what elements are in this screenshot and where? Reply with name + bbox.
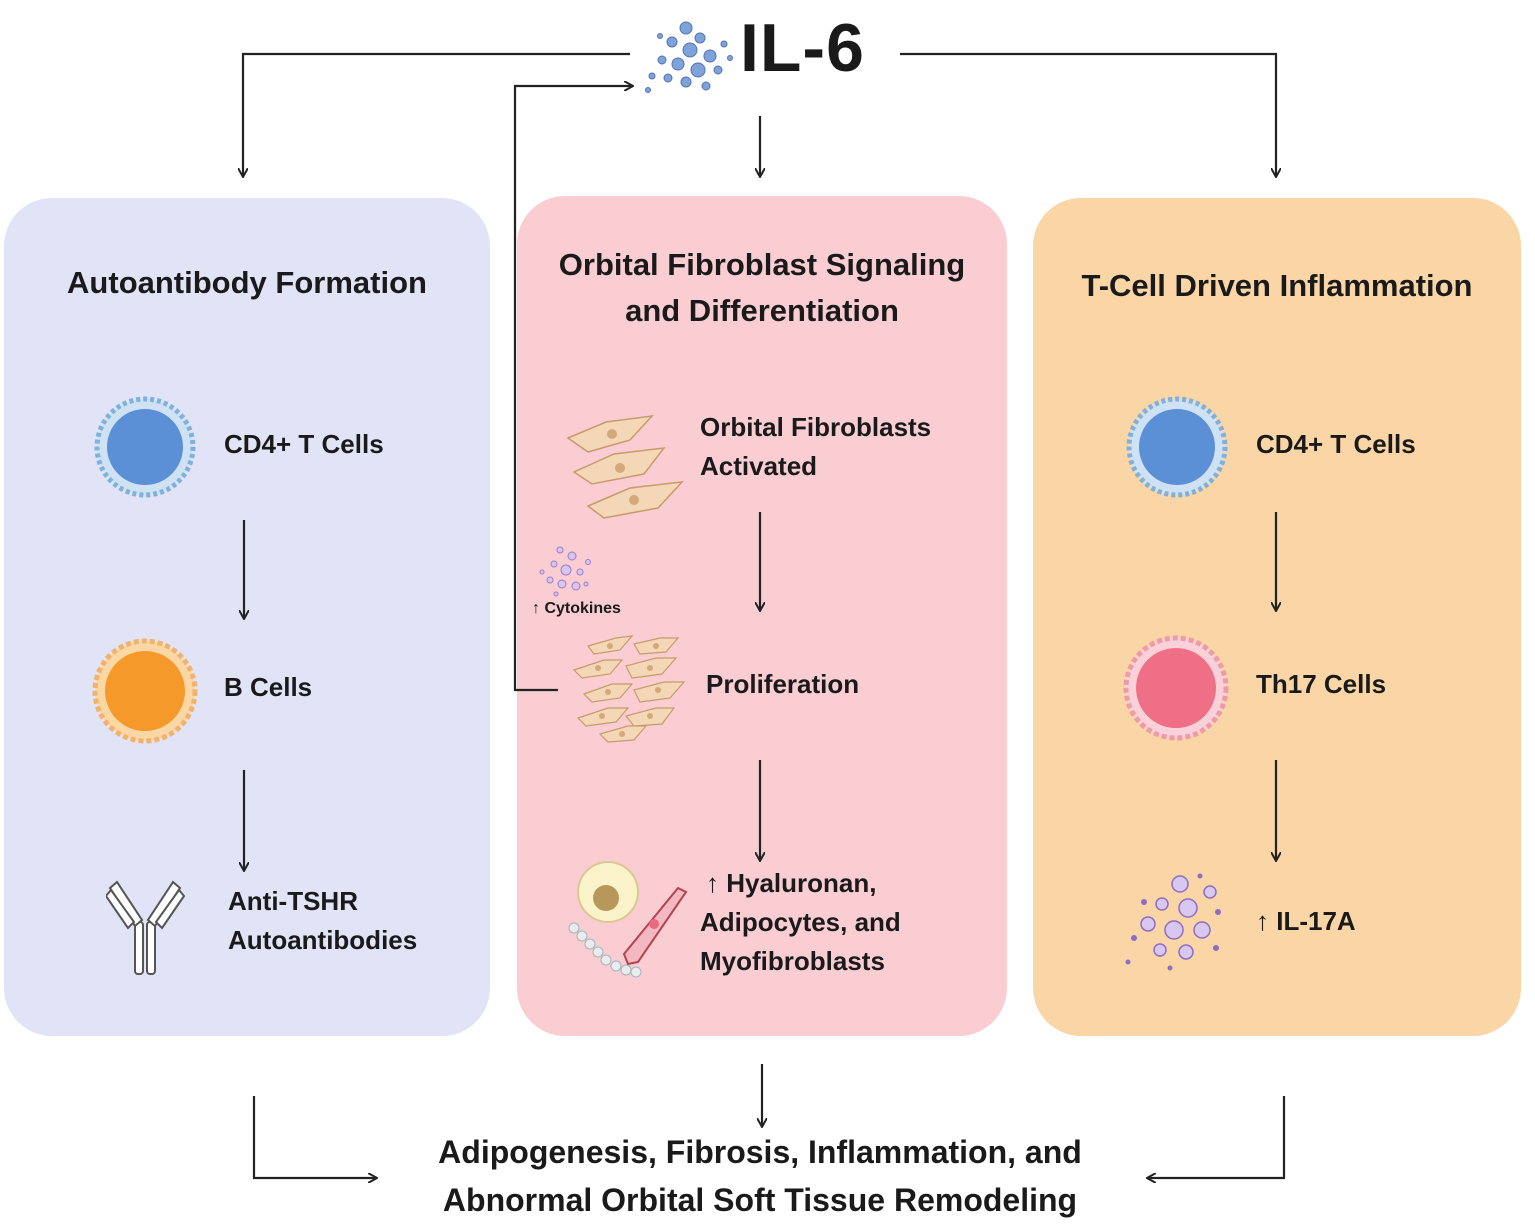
left-panel-title: Autoantibody Formation bbox=[67, 265, 427, 300]
panel-t-cell-inflammation bbox=[1033, 198, 1521, 1036]
left-step-bcell-label: B Cells bbox=[224, 672, 313, 702]
middle-step3-line1: ↑ Hyaluronan, bbox=[706, 868, 877, 898]
outcome-line1: Adipogenesis, Fibrosis, Inflammation, an… bbox=[438, 1134, 1082, 1170]
middle-step1-line1: Orbital Fibroblasts bbox=[700, 412, 932, 442]
middle-panel-title-line1: Orbital Fibroblast Signaling bbox=[558, 247, 966, 282]
cd4-t-cell-icon-right bbox=[1126, 396, 1228, 498]
adipocyte-myofibroblast-icon bbox=[568, 861, 688, 978]
outcome-line2: Abnormal Orbital Soft Tissue Remodeling bbox=[442, 1182, 1078, 1218]
il6-title: IL-6 bbox=[740, 10, 865, 86]
middle-step2-label: Proliferation bbox=[706, 669, 860, 699]
arrow-il6-to-right bbox=[900, 52, 1276, 176]
right-panel-title: T-Cell Driven Inflammation bbox=[1081, 268, 1473, 303]
left-step-autoantibodies-label: Autoantibodies bbox=[228, 925, 418, 955]
th17-cell-icon bbox=[1123, 635, 1229, 741]
cytokine-particles-icon bbox=[539, 546, 591, 597]
arrow-right-to-outcome bbox=[1148, 1096, 1286, 1178]
middle-step3-line2: Adipocytes, and bbox=[700, 907, 901, 937]
middle-step1-line2: Activated bbox=[700, 451, 818, 481]
fibroblast-proliferation-icon bbox=[572, 635, 686, 743]
outcome-text: Adipogenesis, Fibrosis, Inflammation, an… bbox=[330, 1128, 1190, 1224]
middle-panel-title-line2: and Differentiation bbox=[625, 293, 899, 328]
right-step-th17-label: Th17 Cells bbox=[1256, 669, 1387, 699]
arrow-feedback-loop bbox=[513, 86, 632, 692]
antibody-icon bbox=[106, 880, 186, 975]
right-step-il17a-label: ↑ IL-17A bbox=[1256, 906, 1356, 936]
il17a-particles-icon bbox=[1125, 873, 1221, 971]
left-step-cd4-label: CD4+ T Cells bbox=[224, 429, 384, 459]
arrow-left-to-outcome bbox=[252, 1096, 376, 1178]
arrow-il6-to-left bbox=[243, 52, 630, 176]
left-step-antitshr-label: Anti-TSHR bbox=[228, 886, 358, 916]
cytokines-label: ↑ Cytokines bbox=[532, 600, 621, 617]
cd4-t-cell-icon bbox=[94, 396, 196, 498]
b-cell-icon bbox=[92, 638, 198, 744]
il6-particles-icon bbox=[645, 21, 733, 93]
middle-step3-line3: Myofibroblasts bbox=[700, 946, 885, 976]
fibroblast-activated-icon bbox=[566, 414, 684, 519]
right-step-cd4-label: CD4+ T Cells bbox=[1256, 429, 1416, 459]
